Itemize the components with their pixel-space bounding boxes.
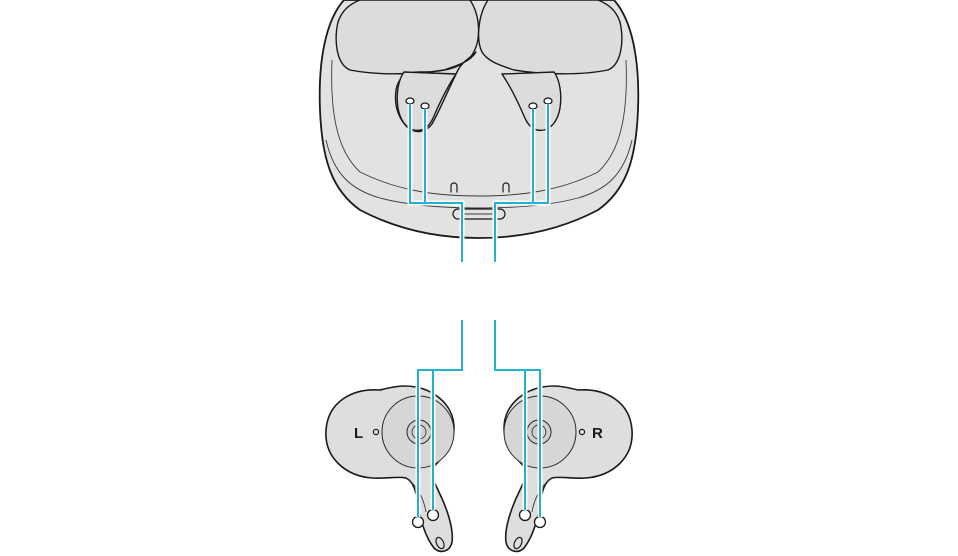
connection-lines bbox=[407, 104, 551, 517]
left-earbud-contact-1 bbox=[411, 515, 425, 529]
case-left-earbud bbox=[335, 0, 480, 133]
case-right-earbud bbox=[477, 0, 623, 75]
right-earbud-connector-line bbox=[494, 320, 541, 517]
charging-case bbox=[318, 0, 640, 239]
case-left-pin-2 bbox=[420, 102, 430, 110]
case-rim-line bbox=[331, 59, 627, 197]
left-earbud-sensor bbox=[372, 428, 380, 436]
left-earbud-mic bbox=[435, 536, 445, 550]
left-earbud-connector-line bbox=[417, 320, 463, 517]
right-earbud-mic bbox=[513, 536, 523, 550]
right-earbud-contact-2 bbox=[533, 515, 547, 529]
case-right-connector-line bbox=[494, 104, 549, 262]
case-right-pin-1 bbox=[528, 102, 538, 110]
right-earbud-contact-1 bbox=[518, 508, 532, 522]
case-base-seam bbox=[325, 139, 633, 209]
case-left-connector-line bbox=[409, 104, 463, 262]
case-usb-port bbox=[452, 208, 506, 220]
case-left-pin-1 bbox=[405, 97, 415, 105]
case-notch-left bbox=[450, 182, 458, 193]
right-earbud-label: R bbox=[592, 425, 603, 442]
case-notch-right bbox=[502, 182, 510, 193]
right-earbud-sensor bbox=[578, 428, 586, 436]
left-earbud-label: L bbox=[354, 425, 363, 442]
case-right-pin-2 bbox=[543, 97, 553, 105]
left-earbud-contact-2 bbox=[426, 508, 440, 522]
